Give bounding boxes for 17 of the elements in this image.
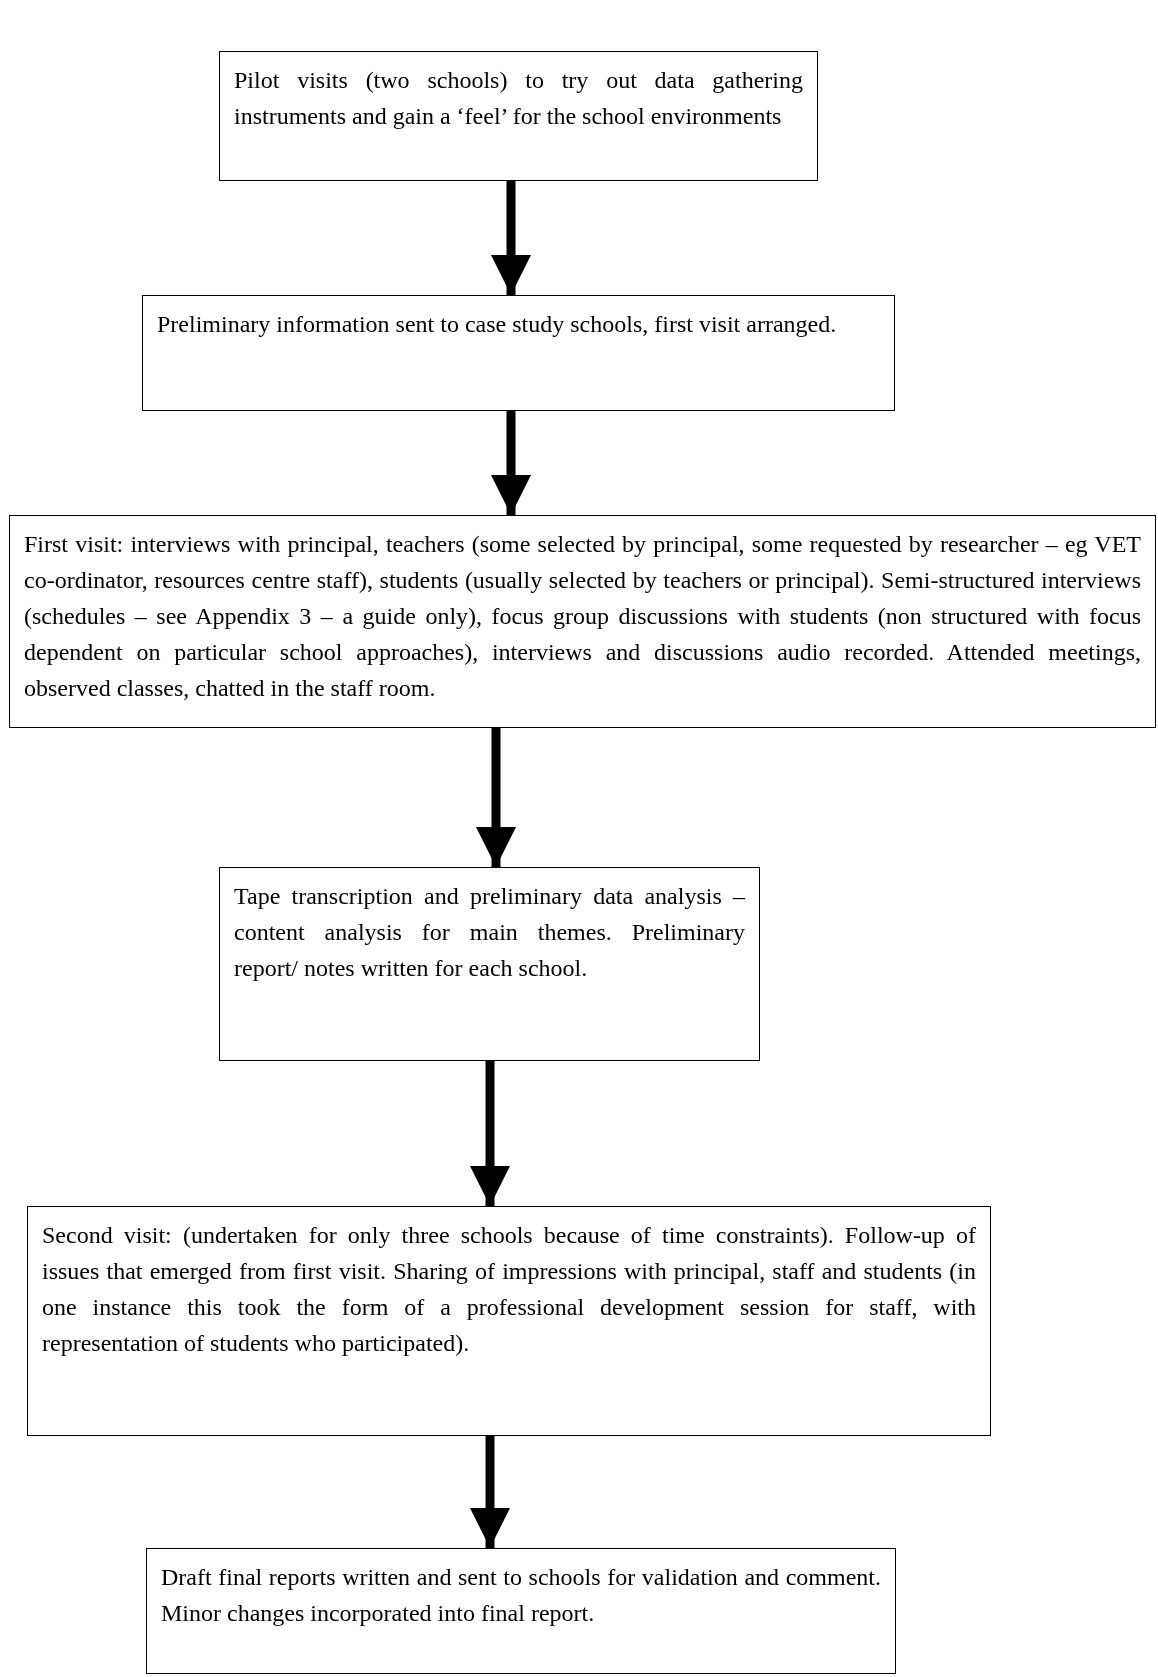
- arrow: [491, 181, 531, 295]
- step-text: Tape transcription and preliminary data analysis – content analysis for main themes. Preliminary report/ notes written for each school.: [234, 882, 745, 983]
- arrow: [470, 1436, 510, 1548]
- process-box: [27, 1206, 991, 1436]
- process-box: [219, 51, 818, 181]
- process-box: [142, 295, 895, 411]
- step-text: Pilot visits (two schools) to try out data gathering instruments and gain a ‘feel’ for the school environments: [234, 66, 803, 131]
- arrow: [470, 1061, 510, 1206]
- arrow: [476, 728, 516, 867]
- step-text: Preliminary information sent to case study schools, first visit arranged.: [157, 310, 838, 339]
- process-box: [146, 1548, 896, 1674]
- process-box: [219, 867, 760, 1061]
- step-text: Draft final reports written and sent to schools for validation and comment. Minor changes incorporated into final report.: [161, 1563, 881, 1628]
- step-text: Second visit: (undertaken for only three schools because of time constraints). Follow-up of issues that emerged from first visit. Sharing of impressions with principal, staff and students (in one instance this took the form of a professional development session for staff, with representation of students who participated).: [42, 1221, 976, 1358]
- process-box: [9, 515, 1156, 728]
- arrow: [491, 411, 531, 515]
- step-text: First visit: interviews with principal, teachers (some selected by principal, some requested by researcher – eg VET co-ordinator, resources centre staff), students (usually selected by teachers or principal). Semi-structured interviews (schedules – see Appendix 3 – a guide only), focus group discussions with students (non structured with focus dependent on particular school approaches), interviews and discussions audio recorded. Attended meetings, observed classes, chatted in the staff room.: [24, 530, 1141, 703]
